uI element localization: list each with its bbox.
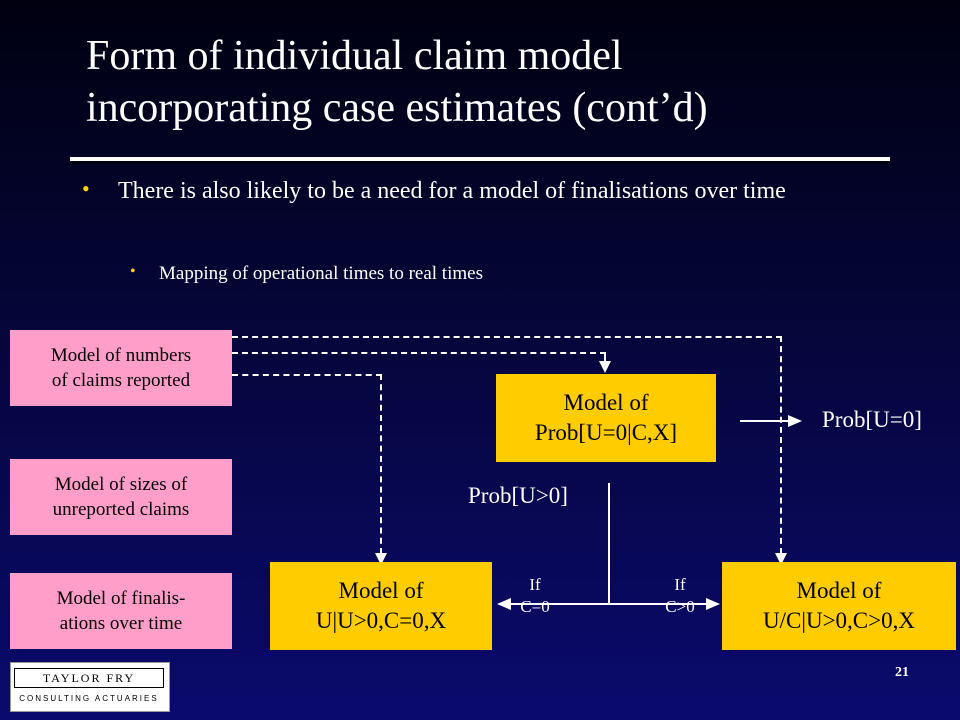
connector-lower bbox=[232, 374, 382, 376]
label-if-c0: If C=0 bbox=[505, 574, 565, 618]
box-numbers-reported-line2: of claims reported bbox=[51, 370, 191, 391]
prob-u-gt-0-stem bbox=[608, 483, 610, 604]
box-prob-u0: Model of Prob[U=0|C,X] bbox=[496, 374, 716, 462]
branch-horizontal bbox=[510, 603, 710, 605]
box-sizes-unreported: Model of sizes of unreported claims bbox=[10, 459, 232, 535]
logo-name: TAYLOR FRY bbox=[14, 668, 164, 688]
sub-bullet-dot-icon: • bbox=[130, 263, 136, 280]
box-u-given-c0-line2: U|U>0,C=0,X bbox=[315, 608, 447, 633]
box-sizes-unreported-line2: unreported claims bbox=[52, 499, 190, 520]
box-finalisations-line2: ations over time bbox=[59, 613, 183, 634]
connector-middle bbox=[232, 352, 606, 354]
box-u-given-c0: Model of U|U>0,C=0,X bbox=[270, 562, 492, 650]
box-sizes-unreported-line1: Model of sizes of bbox=[54, 474, 188, 495]
prob-output-line bbox=[740, 420, 790, 422]
arrow-right-prob-u0 bbox=[788, 415, 802, 427]
label-prob-u-gt-0: Prob[U>0] bbox=[468, 483, 568, 508]
connector-top bbox=[232, 336, 782, 338]
connector-mid-vertical bbox=[604, 352, 606, 362]
label-prob-u-eq-0: Prob[U=0] bbox=[822, 407, 922, 432]
connector-left-vertical bbox=[380, 374, 382, 554]
box-u-over-c-line2: U/C|U>0,C>0,X bbox=[763, 608, 915, 633]
bullet-dot-icon: • bbox=[82, 176, 90, 201]
label-if-cgt0: If C>0 bbox=[650, 574, 710, 618]
box-numbers-reported: Model of numbers of claims reported bbox=[10, 330, 232, 406]
box-u-given-c0-line1: Model of bbox=[338, 578, 424, 603]
title-underline bbox=[70, 157, 890, 161]
box-finalisations: Model of finalis- ations over time bbox=[10, 573, 232, 649]
box-prob-u0-line1: Model of bbox=[563, 390, 649, 415]
logo-subtitle: CONSULTING ACTUARIES bbox=[19, 694, 159, 703]
box-u-over-c: Model of U/C|U>0,C>0,X bbox=[722, 562, 956, 650]
label-if-c0-line1: If bbox=[529, 575, 541, 594]
arrow-down-to-prob-box bbox=[599, 361, 611, 373]
taylor-fry-logo: TAYLOR FRY CONSULTING ACTUARIES bbox=[10, 662, 170, 712]
label-if-cgt0-line1: If bbox=[674, 575, 686, 594]
sub-bullet-text: Mapping of operational times to real tim… bbox=[159, 263, 483, 284]
label-if-cgt0-line2: C>0 bbox=[665, 597, 695, 616]
box-finalisations-line1: Model of finalis- bbox=[56, 588, 186, 609]
page-number: 21 bbox=[895, 665, 909, 680]
slide-title: Form of individual claim model incorpora… bbox=[86, 30, 906, 134]
box-u-over-c-line1: Model of bbox=[796, 578, 882, 603]
title-line-1: Form of individual claim model bbox=[86, 33, 623, 79]
box-prob-u0-line2: Prob[U=0|C,X] bbox=[534, 420, 678, 445]
bullet-text: There is also likely to be a need for a … bbox=[118, 178, 786, 204]
arrow-right-cgt0 bbox=[706, 598, 720, 610]
title-line-2: incorporating case estimates (cont’d) bbox=[86, 85, 708, 131]
arrow-left-c0 bbox=[497, 598, 511, 610]
connector-right-vertical bbox=[780, 336, 782, 554]
box-numbers-reported-line1: Model of numbers bbox=[50, 345, 192, 366]
label-if-c0-line2: C=0 bbox=[520, 597, 550, 616]
